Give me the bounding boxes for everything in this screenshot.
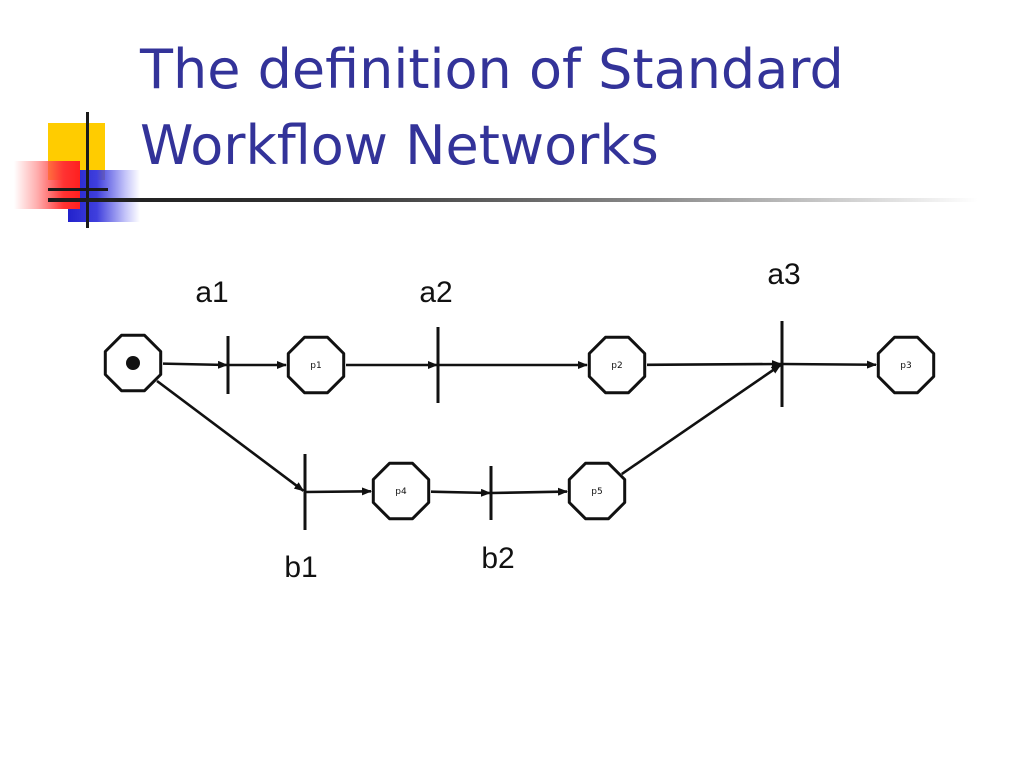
arc-a3-p3 [781, 360, 878, 369]
place-p5: p5 [567, 461, 627, 521]
arc-p2-a3 [646, 360, 782, 369]
transitions-layer: a1 a2 a3 b1 b2 [195, 258, 800, 584]
arc-b2-p5 [490, 487, 569, 496]
arc-p5-a3 [620, 364, 782, 476]
place-p5-shape [567, 461, 627, 521]
place-p1: p1 [286, 335, 346, 395]
transition-label-b2: b2 [481, 542, 514, 575]
transition-label-a2: a2 [419, 276, 452, 309]
arc-b1-p4 [304, 487, 373, 496]
title-underline [48, 198, 978, 202]
place-p2: p2 [587, 335, 647, 395]
place-p3-shape [876, 335, 936, 395]
transition-label-b1: b1 [284, 551, 317, 584]
place-label-p4: p4 [395, 487, 407, 497]
place-p4-shape [371, 461, 431, 521]
place-label-p3: p3 [900, 361, 911, 371]
place-start [103, 333, 163, 393]
slide-title-line-1: The definition of Standard [140, 38, 844, 101]
arc-start-b1 [156, 379, 305, 492]
place-p2-shape [587, 335, 647, 395]
decor-horizontal-line [48, 188, 108, 191]
decor-vertical-line [86, 112, 89, 228]
places-layer: p1 p2 p3 p4 p5 [103, 333, 936, 521]
token-dot [126, 356, 140, 370]
decor-blue-square [68, 170, 140, 222]
arc-start-a1 [162, 360, 228, 369]
arcs-layer [156, 360, 878, 497]
transition-label-a1: a1 [195, 276, 228, 309]
place-label-p5: p5 [591, 487, 602, 497]
transition-label-a3: a3 [767, 258, 800, 291]
place-label-p2: p2 [611, 361, 622, 371]
place-p3: p3 [876, 335, 936, 395]
slide-title-line-2: Workflow Networks [140, 114, 659, 177]
place-p4: p4 [371, 461, 431, 521]
place-label-p1: p1 [310, 361, 321, 371]
place-p1-shape [286, 335, 346, 395]
arc-p4-b2 [430, 488, 491, 497]
